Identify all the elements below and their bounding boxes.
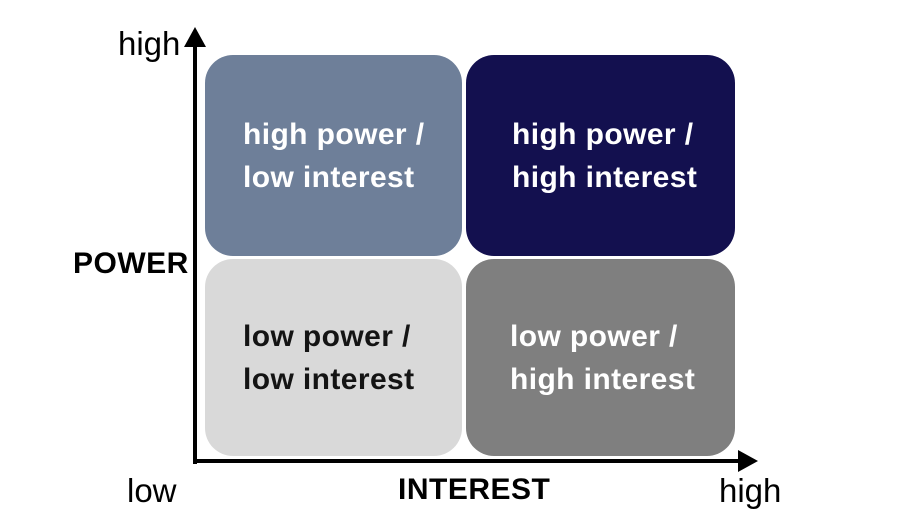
origin-low-label: low <box>127 472 177 509</box>
x-axis-high-label: high <box>719 472 782 509</box>
y-axis-high-label: high <box>118 25 181 62</box>
quadrant-label-line2: low interest <box>243 362 415 396</box>
quadrant-high-power-high-interest: high power / high interest <box>466 55 735 256</box>
quadrant-label-line2: high interest <box>510 362 696 396</box>
quadrant-label-line1: high power / <box>512 117 694 151</box>
quadrant-low-power-low-interest: low power / low interest <box>205 259 462 456</box>
quadrant-label-line2: high interest <box>512 160 698 194</box>
y-axis-title: POWER <box>73 247 189 280</box>
quadrant-label-line1: low power / <box>510 319 678 353</box>
x-axis-arrow-right-icon <box>738 450 758 472</box>
quadrant-label-line1: high power / <box>243 117 425 151</box>
y-axis-arrow-up-icon <box>184 27 206 47</box>
y-axis-line <box>193 44 197 464</box>
quadrant-low-power-high-interest: low power / high interest <box>466 259 735 456</box>
quadrant-label-line1: low power / <box>243 319 411 353</box>
x-axis-line <box>195 459 741 463</box>
quadrant-high-power-low-interest: high power / low interest <box>205 55 462 256</box>
x-axis-title: INTEREST <box>398 473 551 506</box>
quadrant-label-line2: low interest <box>243 160 415 194</box>
